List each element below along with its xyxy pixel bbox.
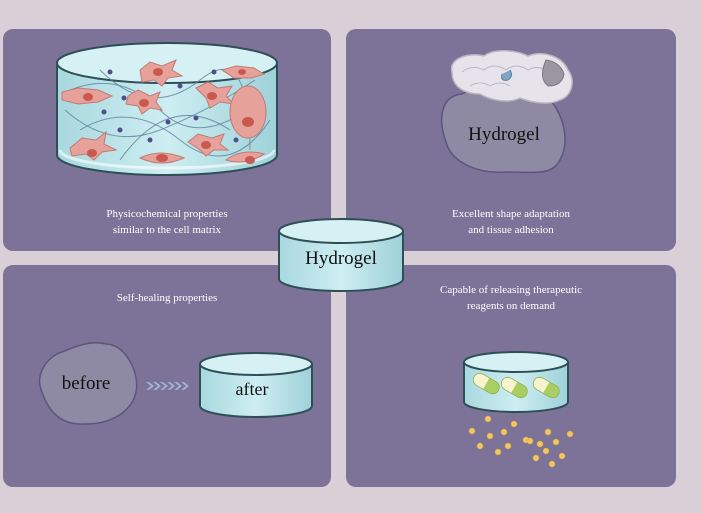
capsule-icon bbox=[532, 376, 560, 399]
arrow-chevrons-icon bbox=[145, 381, 190, 391]
cell bbox=[61, 87, 114, 105]
cell bbox=[125, 89, 164, 115]
cell bbox=[69, 130, 118, 161]
after-hydrogel-dish bbox=[199, 352, 313, 418]
before-blob-shape bbox=[39, 341, 138, 425]
center-hydrogel-dish bbox=[278, 218, 404, 292]
drug-release-illustration bbox=[463, 351, 574, 468]
caption-drug-release: Capable of releasing therapeutic reagent… bbox=[439, 284, 583, 312]
cell bbox=[139, 59, 184, 87]
capsule-icon bbox=[472, 372, 500, 395]
caption-tissue-adhesion: Excellent shape adaptation and tissue ad… bbox=[452, 208, 570, 236]
blob-hydrogel-label: Hydrogel bbox=[468, 124, 540, 145]
cell bbox=[229, 85, 267, 139]
tissue-adhesion-illustration: Hydrogel bbox=[440, 50, 573, 174]
after-label: after bbox=[236, 379, 269, 399]
cell bbox=[138, 152, 186, 164]
caption-cell-matrix: Physicochemical properties similar to th… bbox=[106, 208, 228, 236]
brain-tissue-icon bbox=[450, 50, 573, 104]
hydrogel-cell-matrix-dish bbox=[56, 42, 278, 176]
released-particles bbox=[468, 415, 574, 468]
caption-self-healing: Self-healing properties bbox=[116, 292, 218, 304]
before-label: before bbox=[62, 373, 111, 394]
cell bbox=[187, 133, 230, 157]
cell-group bbox=[61, 59, 267, 164]
cell bbox=[195, 81, 236, 109]
cell bbox=[220, 65, 266, 79]
capsule-icon bbox=[500, 376, 528, 399]
center-hydrogel-label: Hydrogel bbox=[305, 248, 377, 269]
self-healing-illustration: before after bbox=[39, 341, 313, 425]
matrix-particles bbox=[101, 69, 239, 143]
cell bbox=[224, 151, 266, 164]
